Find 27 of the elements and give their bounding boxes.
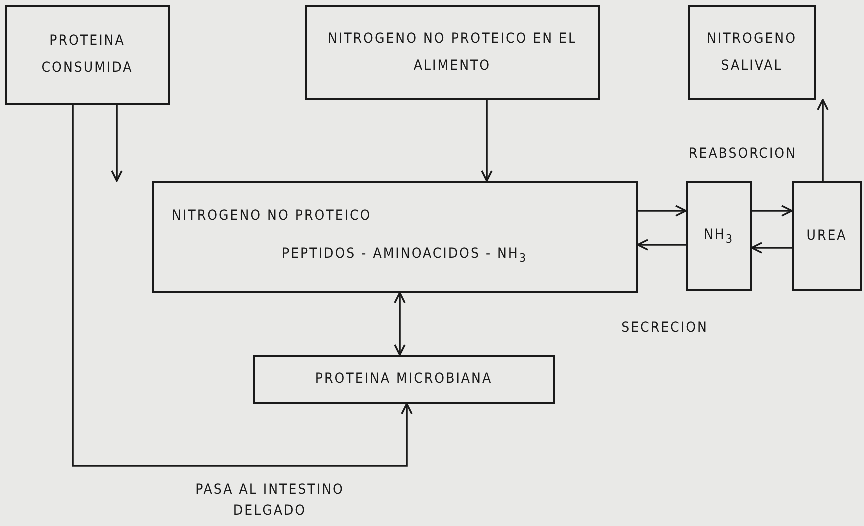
box-text: PROTEINA MICROBIANA [315, 370, 493, 390]
process-box [686, 181, 752, 291]
annotation-text: PASA AL INTESTINO DELGADO [194, 481, 346, 521]
arrow [817, 99, 829, 181]
arrow [638, 205, 687, 217]
arrow [72, 105, 413, 467]
box-text: UREA [806, 226, 848, 246]
box-text: PEPTIDOS - AMINOACIDOS - NH$_{3}$ [282, 245, 528, 267]
process-box [792, 181, 862, 291]
box-text: NH$_{3}$ [704, 226, 734, 248]
arrow [394, 292, 406, 356]
arrow [751, 242, 792, 254]
box-text: NITROGENO NO PROTEICO EN EL ALIMENTO [326, 30, 578, 76]
process-box [5, 5, 170, 105]
process-box [253, 355, 555, 404]
annotation-text: SECRECION [620, 319, 710, 338]
arrow [752, 205, 793, 217]
arrow [111, 105, 123, 182]
process-box [688, 5, 816, 100]
arrow [637, 239, 686, 251]
annotation-text: REABSORCION [688, 145, 798, 164]
box-text: NITROGENO NO PROTEICO [172, 207, 372, 226]
box-text: PROTEINA CONSUMIDA [40, 32, 134, 78]
process-box [305, 5, 600, 100]
box-text: NITROGENO SALIVAL [706, 30, 798, 76]
process-box [152, 181, 638, 293]
arrow [481, 100, 493, 182]
